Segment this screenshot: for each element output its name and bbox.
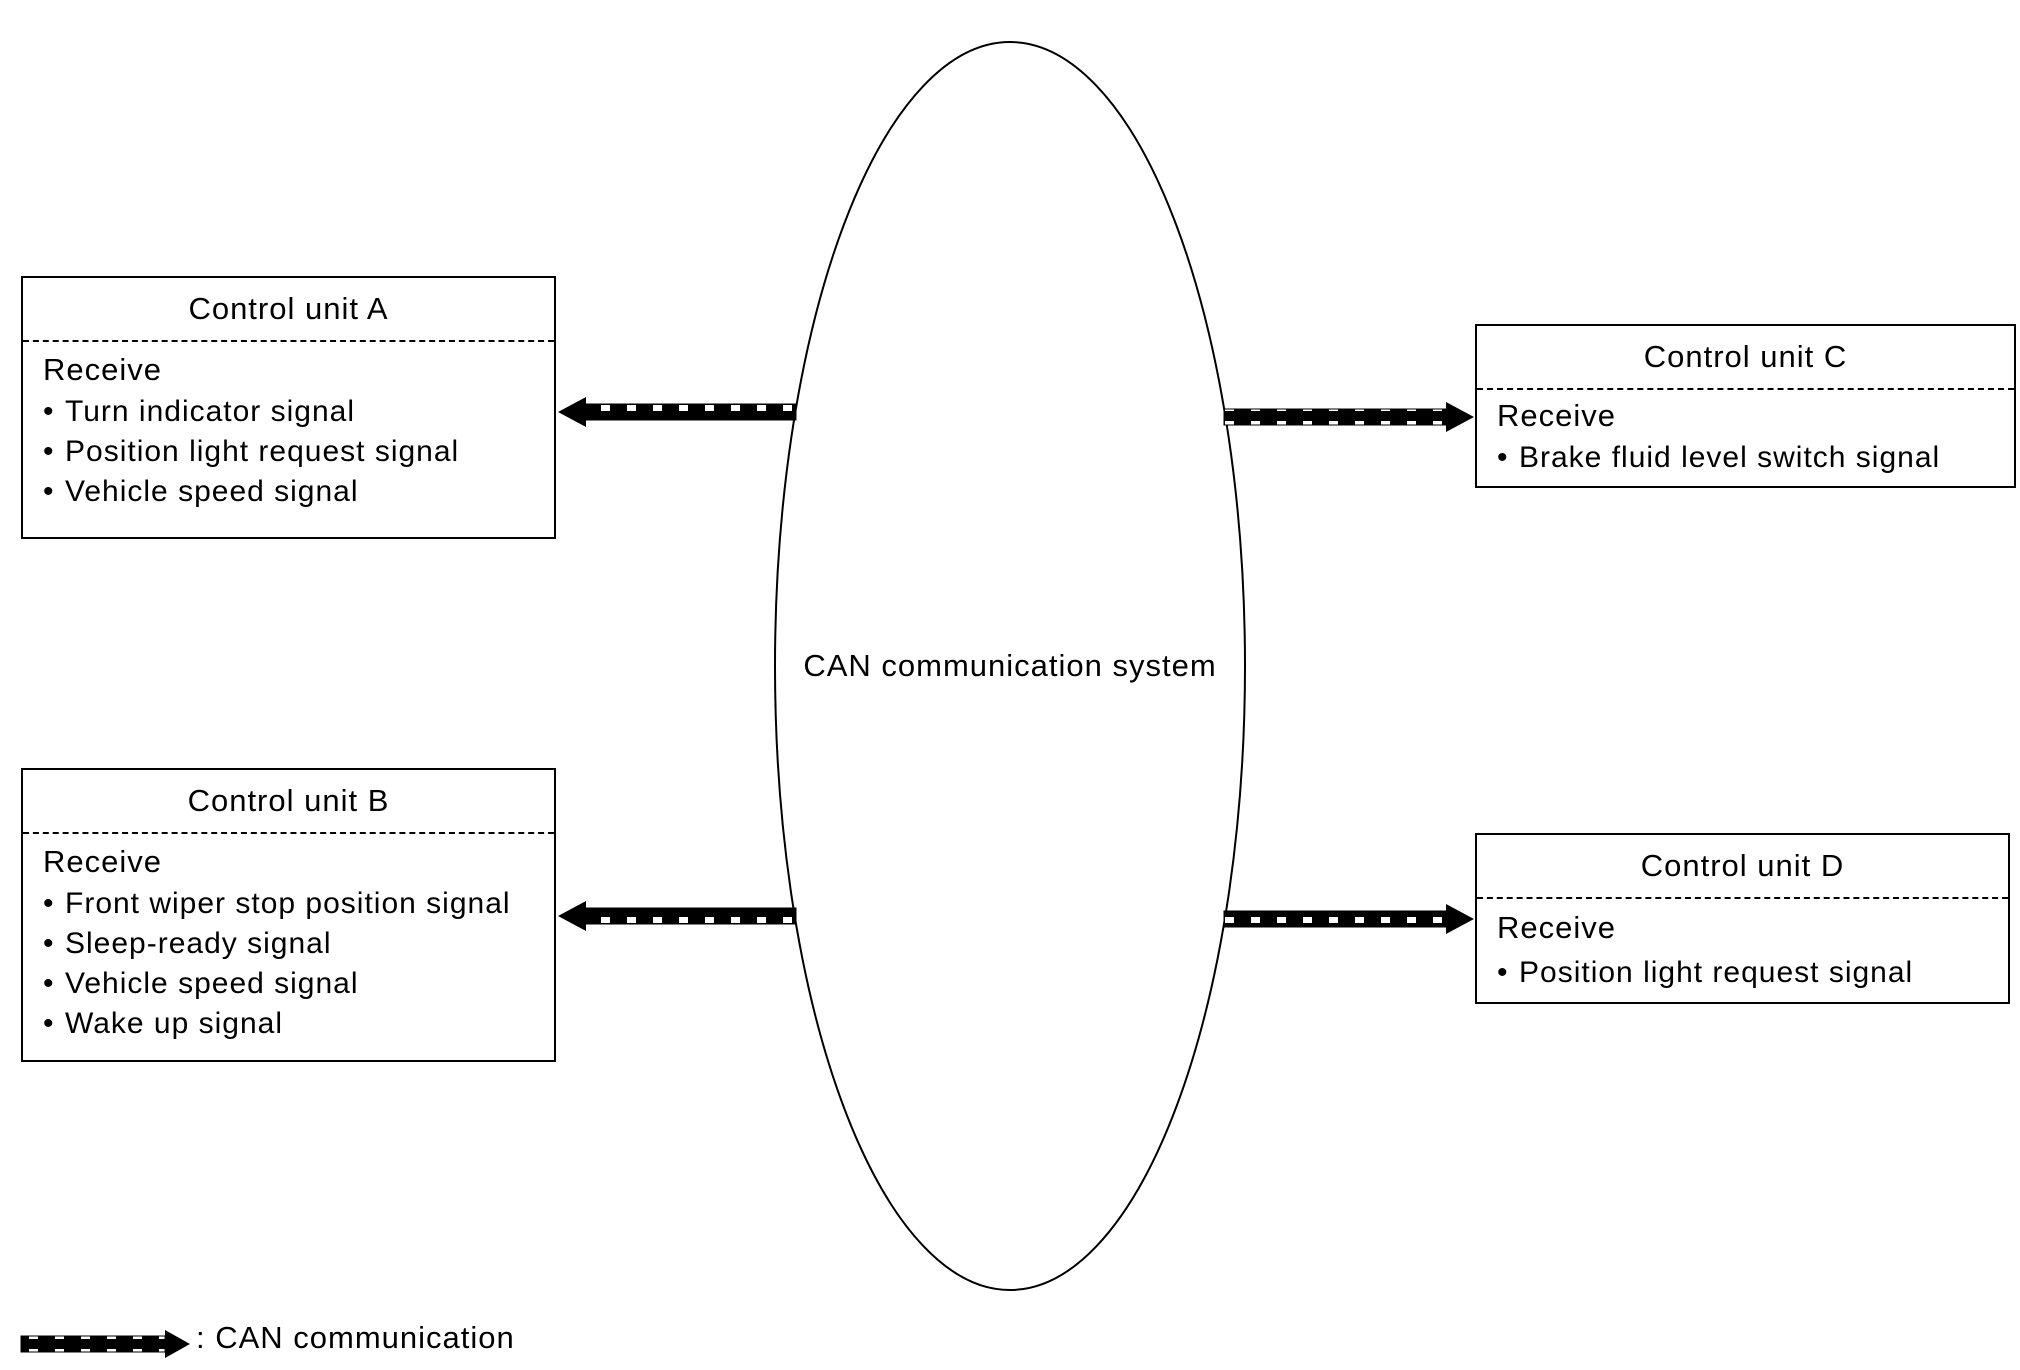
bullet: • [43,395,55,428]
unit-body: Receive • Turn indicator signal • Position… [23,342,554,512]
unit-title: Control unit A [23,278,554,342]
signal-item: • Brake fluid level switch signal [1497,438,1994,478]
can-system-label: CAN communication system [803,648,1217,683]
can-arrow-to-unit-b [558,901,797,931]
bullet: • [43,1007,55,1040]
receive-heading: Receive [1497,398,1616,433]
signal-item: • Vehicle speed signal [43,964,534,1004]
unit-body: Receive • Front wiper stop position signa… [23,834,554,1044]
signal-item: • Position light request signal [43,432,534,472]
control-unit-a-box: Control unit A Receive • Turn indicator s… [21,276,556,539]
bullet: • [43,435,55,468]
signal-text: Front wiper stop position signal [65,887,511,920]
receive-heading: Receive [1497,910,1616,945]
can-arrow-to-unit-a [558,397,797,427]
signal-text: Position light request signal [65,435,460,468]
signal-text: Position light request signal [1519,956,1914,989]
signal-text: Turn indicator signal [65,395,356,428]
signal-text: Vehicle speed signal [65,967,359,1000]
bullet: • [1497,441,1509,474]
receive-heading: Receive [43,352,162,387]
unit-body: Receive • Position light request signal [1477,899,2008,993]
unit-title: Control unit D [1477,835,2008,899]
legend-arrow-icon [20,1330,190,1358]
unit-title: Control unit B [23,770,554,834]
control-unit-c-box: Control unit C Receive • Brake fluid leve… [1475,324,2016,488]
control-unit-d-box: Control unit D Receive • Position light r… [1475,833,2010,1004]
bullet: • [1497,956,1509,989]
signal-item: • Vehicle speed signal [43,472,534,512]
bullet: • [43,967,55,1000]
signal-text: Sleep-ready signal [65,927,332,960]
signal-text: Brake fluid level switch signal [1519,441,1941,474]
can-arrow-to-unit-c [1223,402,1474,432]
signal-item: • Turn indicator signal [43,392,534,432]
signal-item: • Front wiper stop position signal [43,884,534,924]
can-system-ellipse [774,41,1246,1291]
signal-item: • Wake up signal [43,1004,534,1044]
signal-text: Vehicle speed signal [65,475,359,508]
bullet: • [43,475,55,508]
control-unit-b-box: Control unit B Receive • Front wiper stop… [21,768,556,1062]
signal-text: Wake up signal [65,1007,283,1040]
unit-title: Control unit C [1477,326,2014,390]
receive-heading: Receive [43,844,162,879]
bullet: • [43,887,55,920]
signal-item: • Sleep-ready signal [43,924,534,964]
bullet: • [43,927,55,960]
legend-label: : CAN communication [196,1320,515,1355]
signal-item: • Position light request signal [1497,953,1988,993]
can-arrow-to-unit-d [1223,904,1474,934]
unit-body: Receive • Brake fluid level switch signal [1477,390,2014,478]
